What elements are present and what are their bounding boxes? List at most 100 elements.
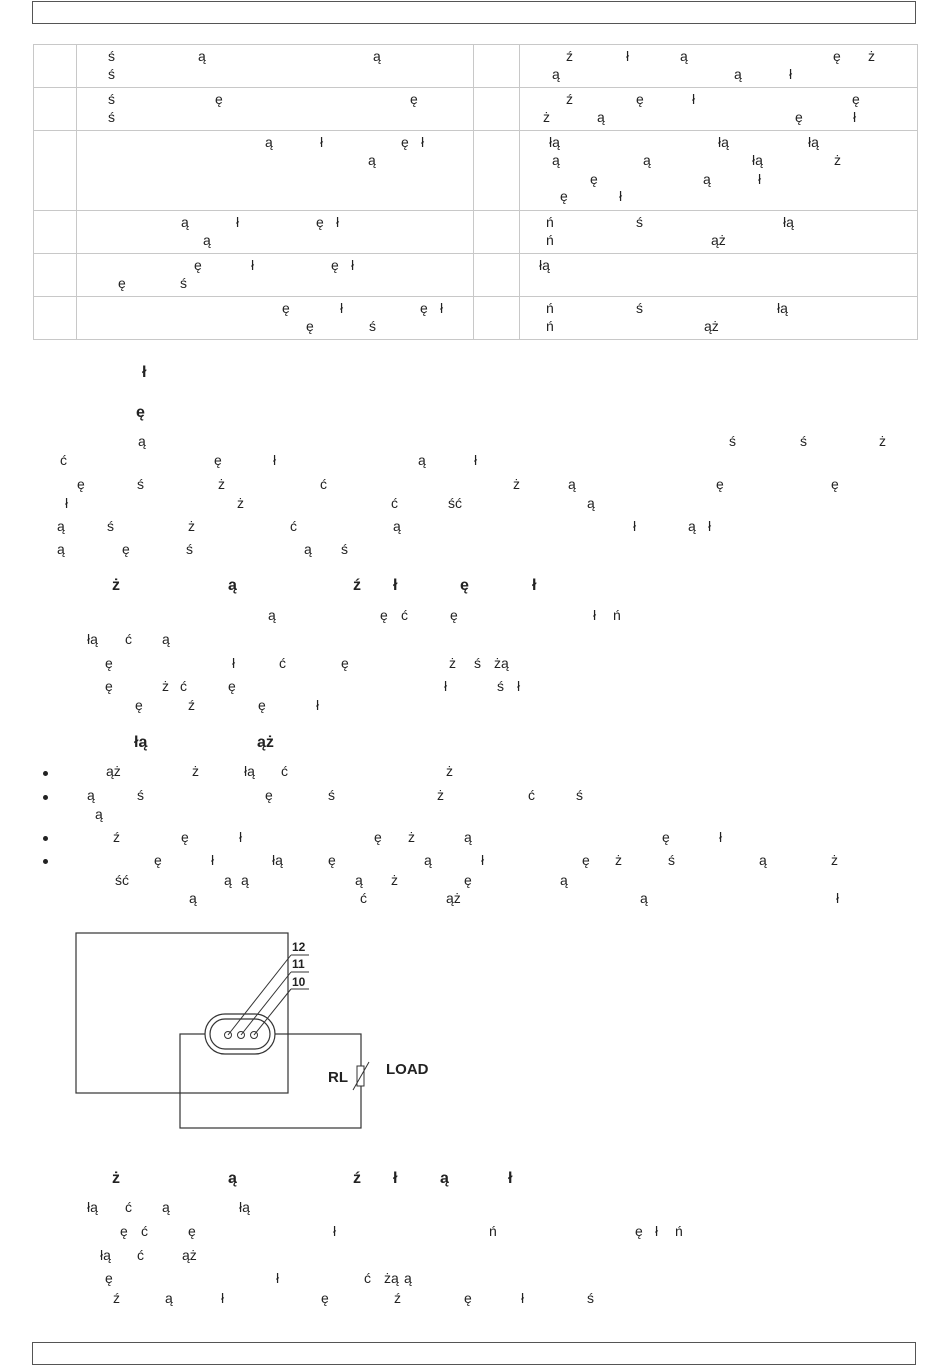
glyph: łą <box>272 852 283 868</box>
load-label: LOAD <box>386 1061 429 1078</box>
glyph: ą <box>203 232 211 248</box>
table-cell-right <box>519 130 918 211</box>
glyph: ć <box>290 518 297 534</box>
glyph: łą <box>783 214 794 230</box>
glyph: ą <box>95 806 103 822</box>
glyph: ę <box>265 787 273 803</box>
glyph: ę <box>450 607 458 623</box>
table-cell-left <box>76 253 474 297</box>
glyph: ą <box>189 890 197 906</box>
glyph: ź <box>566 48 573 64</box>
bullet-dot <box>43 859 48 864</box>
glyph: ę <box>321 1290 329 1306</box>
glyph: ł <box>273 452 277 468</box>
glyph: ę <box>316 214 324 230</box>
glyph: ł <box>655 1223 659 1239</box>
glyph: ę <box>401 134 409 150</box>
glyph: ę <box>105 678 113 694</box>
glyph: ę <box>464 872 472 888</box>
glyph: ś <box>186 541 193 557</box>
spec-table <box>33 44 918 340</box>
glyph: ć <box>279 655 286 671</box>
glyph: ć <box>281 763 288 779</box>
glyph: łą <box>87 631 98 647</box>
glyph: ż <box>615 852 622 868</box>
glyph: ł <box>481 852 485 868</box>
glyph: ć <box>528 787 535 803</box>
glyph: ąż <box>106 763 121 779</box>
glyph: ę <box>306 318 314 334</box>
glyph: ą <box>680 48 688 64</box>
glyph: ł <box>633 518 637 534</box>
glyph: ę <box>852 91 860 107</box>
pin-label-10: 10 <box>292 975 306 989</box>
glyph: ę <box>716 476 724 492</box>
glyph: ę <box>194 257 202 273</box>
glyph: ż <box>513 476 520 492</box>
glyph: ź <box>566 91 573 107</box>
glyph: ł <box>593 607 597 623</box>
glyph: ł <box>789 66 793 82</box>
glyph: ą <box>87 787 95 803</box>
glyph: ż <box>162 678 169 694</box>
glyph: ą <box>228 577 237 594</box>
glyph: łą <box>244 763 255 779</box>
glyph: ł <box>239 829 243 845</box>
glyph: ł <box>474 452 478 468</box>
table-row <box>33 210 918 254</box>
glyph: ą <box>759 852 767 868</box>
pin-label-11: 11 <box>292 957 305 971</box>
glyph: łą <box>134 734 148 751</box>
glyph: ł <box>393 1170 398 1187</box>
glyph: ę <box>282 300 290 316</box>
glyph: ą <box>587 495 595 511</box>
glyph: ś <box>108 66 115 82</box>
glyph: ł <box>236 214 240 230</box>
glyph: ą <box>224 872 232 888</box>
glyph: ś <box>587 1290 594 1306</box>
glyph: ść <box>448 495 462 511</box>
glyph: ąż <box>182 1247 197 1263</box>
leader-line-10 <box>253 988 292 1036</box>
glyph: ń <box>546 214 554 230</box>
glyph: ę <box>228 678 236 694</box>
glyph: ł <box>316 697 320 713</box>
glyph: ę <box>122 541 130 557</box>
glyph: ć <box>137 1247 144 1263</box>
glyph: ś <box>341 541 348 557</box>
glyph: ł <box>836 890 840 906</box>
glyph: ą <box>440 1170 449 1187</box>
glyph: ł <box>232 655 236 671</box>
glyph: ż <box>112 1170 120 1187</box>
glyph: łą <box>752 152 763 168</box>
glyph: ż <box>543 109 550 125</box>
terminal-12 <box>224 1031 232 1039</box>
table-cell-right <box>519 44 918 88</box>
glyph: ą <box>355 872 363 888</box>
glyph: ą <box>552 152 560 168</box>
glyph: ł <box>276 1270 280 1286</box>
glyph: ą <box>368 152 376 168</box>
glyph: ć <box>360 890 367 906</box>
glyph: ę <box>118 275 126 291</box>
glyph: ż <box>237 495 244 511</box>
glyph: ść <box>115 872 129 888</box>
glyph: ś <box>497 678 504 694</box>
glyph: ę <box>410 91 418 107</box>
glyph: ż <box>834 152 841 168</box>
table-row <box>33 296 918 340</box>
glyph: ś <box>800 433 807 449</box>
glyph: łą <box>539 257 550 273</box>
glyph: ń <box>546 232 554 248</box>
bullet-dot <box>43 836 48 841</box>
glyph: ż <box>437 787 444 803</box>
glyph: ś <box>108 91 115 107</box>
glyph: ć <box>141 1223 148 1239</box>
glyph: ą <box>304 541 312 557</box>
glyph: ę <box>214 452 222 468</box>
glyph: ł <box>521 1290 525 1306</box>
glyph: ę <box>460 577 469 594</box>
glyph: ń <box>546 318 554 334</box>
glyph: ś <box>668 852 675 868</box>
glyph: ą <box>597 109 605 125</box>
